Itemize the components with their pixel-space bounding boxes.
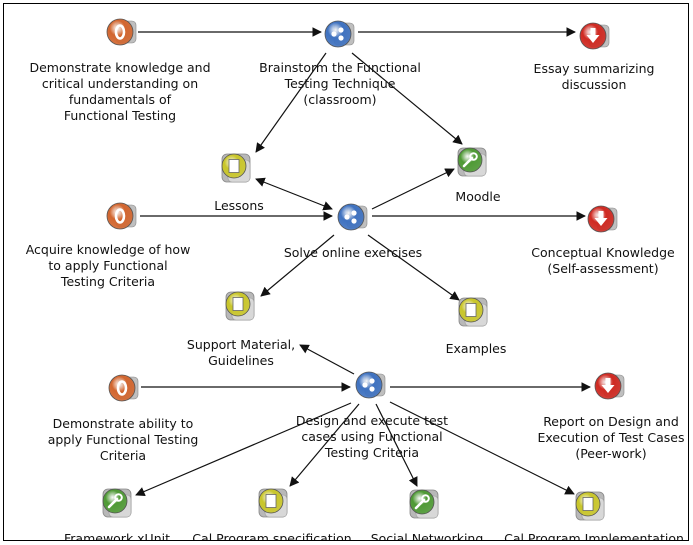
- tool-wrench-icon[interactable]: [407, 487, 441, 521]
- node-label-act3: Design and execute test cases using Func…: [295, 413, 449, 460]
- content-page-icon[interactable]: [219, 151, 253, 185]
- node-label-eval2: Conceptual Knowledge (Self-assessment): [531, 245, 675, 276]
- node-label-social: Social Networking: [370, 531, 484, 541]
- node-label-obj3: Demonstrate ability to apply Functional …: [47, 416, 199, 463]
- objective-o-icon[interactable]: [103, 15, 137, 49]
- node-label-lessons: Lessons: [214, 198, 264, 213]
- node-label-act1: Brainstorm the Functional Testing Techni…: [259, 60, 421, 107]
- content-page-icon[interactable]: [223, 289, 257, 323]
- node-label-calspec: Cal Program specification: [192, 531, 352, 541]
- nodes-layer: Demonstrate knowledge and critical under…: [4, 4, 688, 541]
- node-label-xunit: Framework xUnit: [63, 531, 171, 541]
- evaluation-down-arrow-icon[interactable]: [584, 202, 618, 236]
- tool-wrench-icon[interactable]: [100, 486, 134, 520]
- node-label-support: Support Material, Guidelines: [186, 337, 296, 368]
- content-page-icon[interactable]: [573, 489, 607, 523]
- node-label-obj2: Acquire knowledge of how to apply Functi…: [25, 242, 191, 289]
- evaluation-down-arrow-icon[interactable]: [576, 19, 610, 53]
- node-label-eval3: Report on Design and Execution of Test C…: [537, 414, 685, 461]
- node-label-obj1: Demonstrate knowledge and critical under…: [29, 60, 211, 123]
- node-label-eval1: Essay summarizing discussion: [533, 61, 655, 92]
- node-label-moodle: Moodle: [455, 189, 501, 204]
- activity-dots-icon[interactable]: [321, 17, 355, 51]
- objective-o-icon[interactable]: [103, 199, 137, 233]
- node-label-calimpl: Cal Program Implementation: [504, 531, 684, 541]
- content-page-icon[interactable]: [456, 295, 490, 329]
- node-label-examples: Examples: [445, 341, 507, 356]
- node-label-act2: Solve online exercises: [283, 245, 423, 260]
- diagram-frame: Demonstrate knowledge and critical under…: [3, 3, 689, 541]
- evaluation-down-arrow-icon[interactable]: [591, 369, 625, 403]
- activity-dots-icon[interactable]: [334, 200, 368, 234]
- content-page-icon[interactable]: [256, 486, 290, 520]
- tool-wrench-icon[interactable]: [455, 145, 489, 179]
- objective-o-icon[interactable]: [105, 371, 139, 405]
- activity-dots-icon[interactable]: [352, 368, 386, 402]
